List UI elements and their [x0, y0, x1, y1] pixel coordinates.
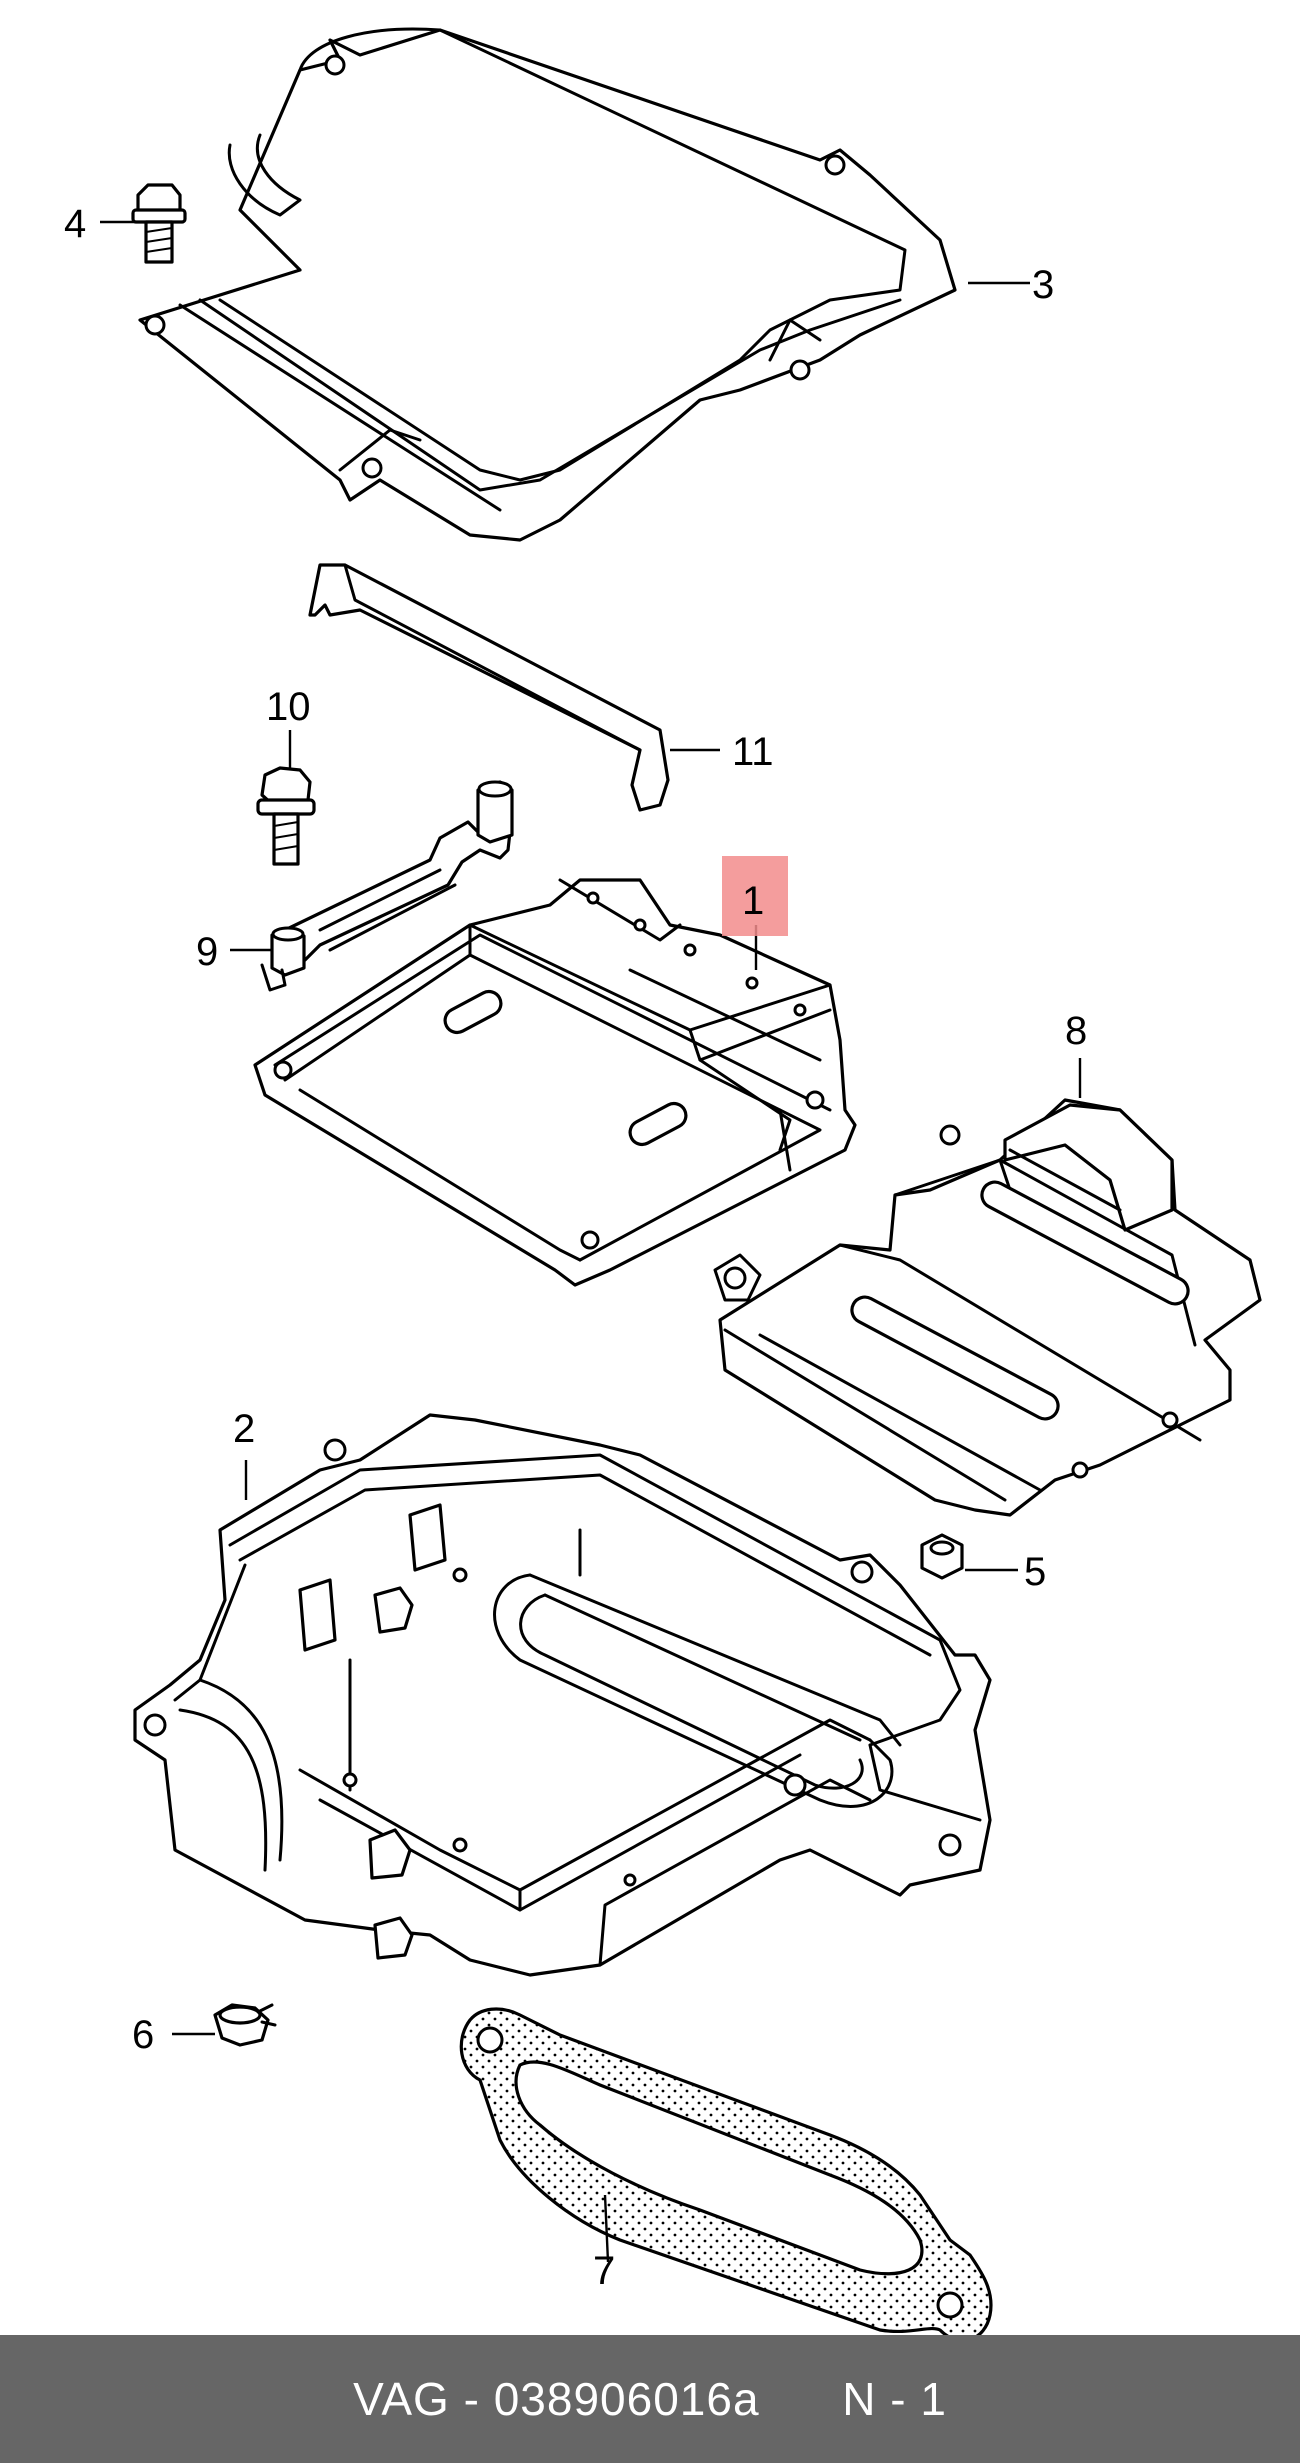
bolt-part-4 [131, 183, 187, 264]
label-11: 11 [732, 730, 774, 774]
plug-part-6 [213, 2003, 277, 2047]
label-8: 8 [1065, 1009, 1087, 1053]
nut-part-5 [920, 1533, 964, 1580]
callout-labels: 1 2 3 4 5 6 7 8 9 10 11 [64, 202, 1087, 2293]
mounting-plate-part-8 [713, 1098, 1262, 1517]
label-4: 4 [64, 202, 86, 246]
lower-housing-part-2 [133, 1413, 992, 1977]
part-number-caption: VAG - 038906016a N - 1 [353, 2373, 947, 2425]
label-6: 6 [132, 2013, 154, 2057]
top-cover-part-3 [138, 27, 957, 542]
label-3: 3 [1032, 263, 1054, 307]
label-10: 10 [266, 685, 311, 729]
part-1-highlight [722, 856, 788, 936]
label-9: 9 [196, 930, 218, 974]
exploded-parts-diagram: 1 2 3 4 5 6 7 8 9 10 11 [64, 27, 1262, 2335]
control-unit-part-1 [253, 878, 857, 1287]
label-7: 7 [593, 2249, 615, 2293]
label-1: 1 [742, 879, 764, 923]
label-5: 5 [1024, 1550, 1046, 1594]
label-2: 2 [233, 1407, 255, 1451]
bolt-part-10 [256, 766, 316, 866]
holder-part-9 [260, 780, 514, 992]
bracket-part-11 [308, 563, 670, 812]
gasket-part-7 [459, 2007, 993, 2335]
footer-bar: VAG - 038906016a N - 1 [0, 2335, 1300, 2463]
